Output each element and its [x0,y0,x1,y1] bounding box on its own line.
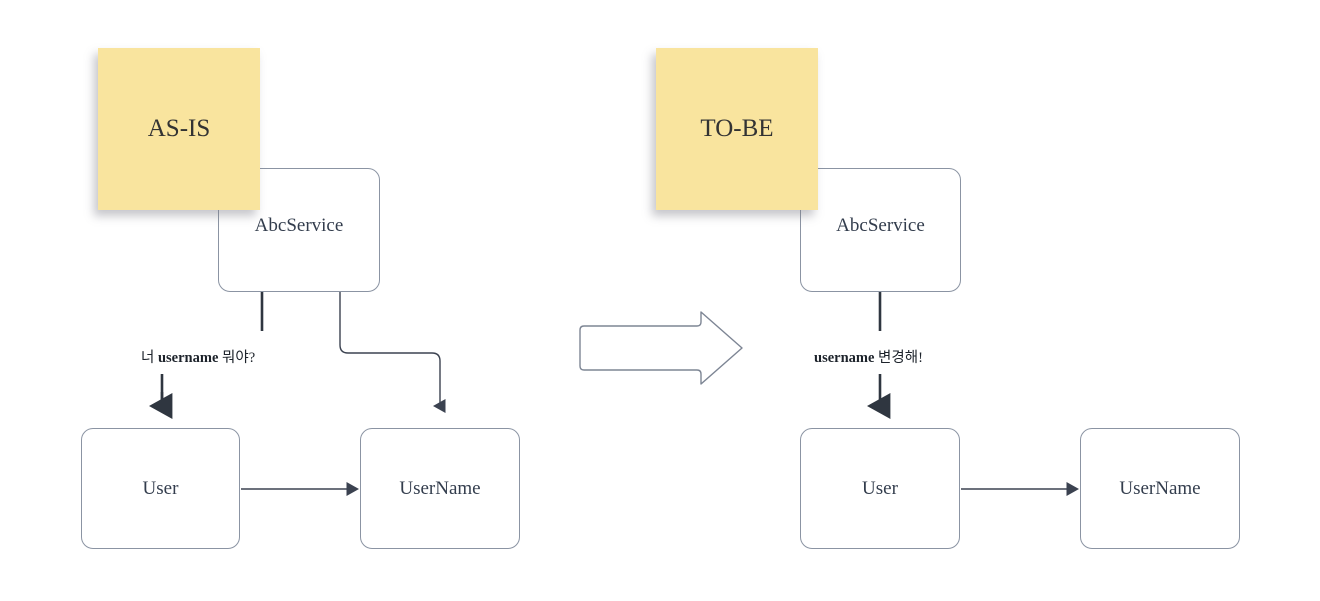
node-label: UserName [399,477,481,499]
edge-label-tobe: username 변경해! [812,345,925,368]
edge-label-asis: 너 username 뭐야? [139,345,258,368]
edge-label-prefix: 너 [141,350,158,366]
node-user-tobe[interactable]: User [800,428,960,549]
node-label: User [142,477,179,499]
node-abcservice-tobe[interactable]: AbcService [800,168,961,292]
edge-label-bold: username [814,350,875,366]
node-abcservice-asis[interactable]: AbcService [218,168,380,292]
transform-block-arrow [579,311,743,385]
sticky-note-label: TO-BE [700,115,774,142]
sticky-note-as-is[interactable]: AS-IS [98,48,260,210]
node-label: AbcService [254,215,344,236]
sticky-note-to-be[interactable]: TO-BE [656,48,818,210]
node-label: AbcService [836,215,925,236]
edge-label-bold: username [157,350,219,366]
sticky-note-label: AS-IS [147,115,211,142]
node-username-tobe[interactable]: UserName [1080,428,1240,549]
edge-label-suffix: 변경해! [874,350,923,366]
node-label: User [862,477,898,499]
edge-label-suffix: 뭐야? [218,350,256,366]
node-user-asis[interactable]: User [81,428,240,549]
node-username-asis[interactable]: UserName [360,428,520,549]
node-label: UserName [1119,477,1201,499]
edge-service-to-username-asis [339,292,446,413]
